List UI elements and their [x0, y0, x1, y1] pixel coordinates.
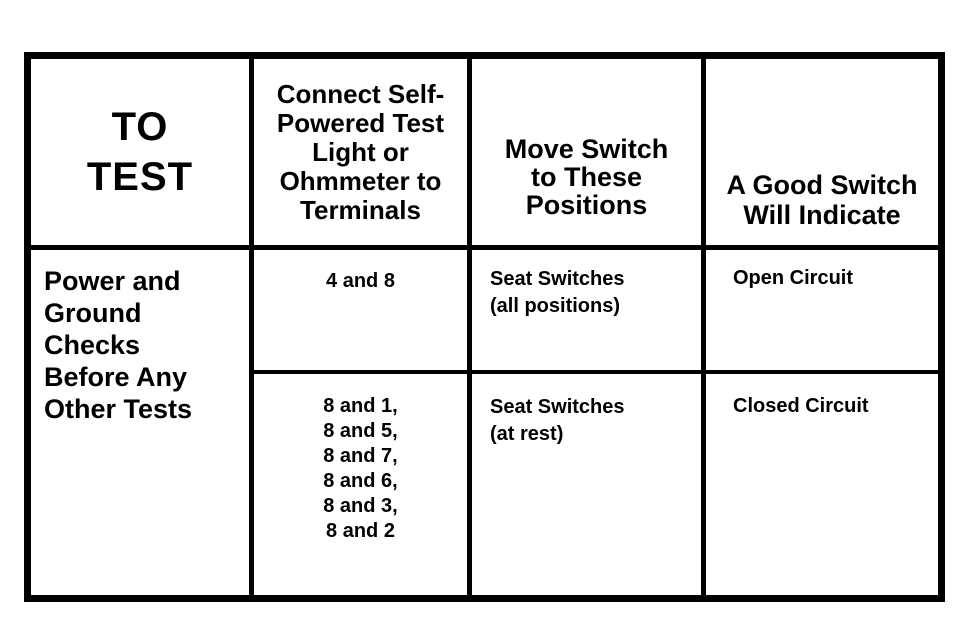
positions-row2-text: Seat Switches (at rest) [490, 396, 625, 445]
terminals-row1-text: 4 and 8 [326, 270, 395, 292]
header-label-terminals: Connect Self- Powered Test Light or Ohmm… [276, 78, 445, 225]
cell-terminals-row2: 8 and 1, 8 and 5, 8 and 7, 8 and 6, 8 an… [254, 374, 472, 595]
cell-positions-row2: Seat Switches (at rest) [472, 374, 706, 595]
cell-indication-row1: Open Circuit [706, 250, 938, 374]
cell-indication-row2: Closed Circuit [706, 374, 938, 595]
test-name-text: Power and Ground Checks Before Any Other… [44, 266, 193, 424]
cell-positions-row1: Seat Switches (all positions) [472, 250, 706, 374]
table-grid: TO TEST Connect Self- Powered Test Light… [31, 59, 938, 595]
header-label-positions: Move Switch to These Positions [504, 134, 669, 220]
indication-row1-text: Open Circuit [733, 267, 854, 289]
header-label-to-test: TO TEST [86, 105, 194, 199]
terminals-row2-text: 8 and 1, 8 and 5, 8 and 7, 8 and 6, 8 an… [323, 395, 398, 542]
indication-row2-text: Closed Circuit [733, 395, 869, 417]
header-cell-to-test: TO TEST [31, 59, 254, 250]
header-cell-indication: A Good Switch Will Indicate [706, 59, 938, 250]
cell-terminals-row1: 4 and 8 [254, 250, 472, 374]
header-cell-terminals: Connect Self- Powered Test Light or Ohmm… [254, 59, 472, 250]
header-cell-positions: Move Switch to These Positions [472, 59, 706, 250]
cell-test-name: Power and Ground Checks Before Any Other… [31, 250, 254, 595]
test-procedure-table: TO TEST Connect Self- Powered Test Light… [24, 52, 945, 602]
header-label-indication: A Good Switch Will Indicate [726, 170, 918, 230]
positions-row1-text: Seat Switches (all positions) [490, 268, 625, 317]
